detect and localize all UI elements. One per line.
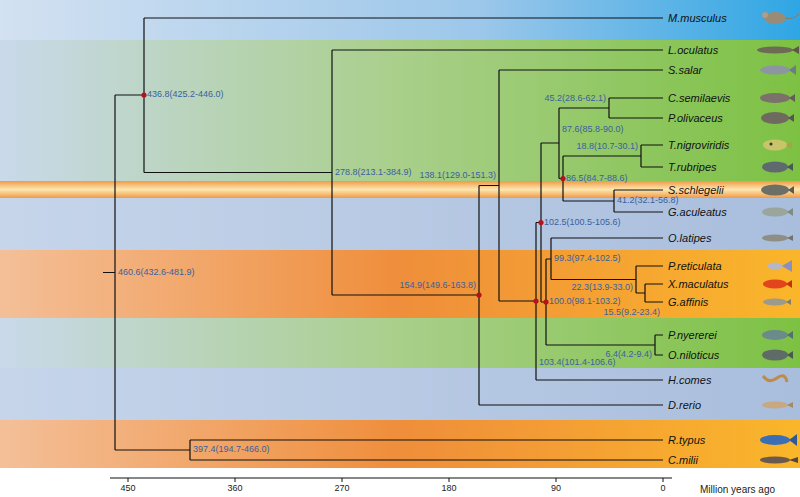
species-name: T.rubripes <box>668 161 717 173</box>
species-name: T.nigroviridis <box>668 139 729 151</box>
divergence-time: 103.4(101.4-106.6) <box>539 358 616 368</box>
divergence-time: 138.1(129.0-151.3) <box>419 171 496 181</box>
calibration-dots <box>141 92 565 304</box>
species-name: M.musculus <box>668 12 727 24</box>
divergence-time: 18.8(10.7-30.1) <box>576 142 638 152</box>
species-icons <box>757 12 799 464</box>
axis-title: Million years ago <box>700 484 775 495</box>
divergence-time: 436.8(425.2-446.0) <box>147 90 224 100</box>
species-name: P.reticulata <box>668 260 722 272</box>
background-bands <box>0 0 800 468</box>
divergence-time: 99.3(97.4-102.5) <box>554 254 621 264</box>
divergence-time: 41.2(32.1-56.8) <box>617 196 679 206</box>
species-name: X.maculatus <box>668 278 729 290</box>
divergence-time: 100.0(98.1-103.2) <box>549 297 621 307</box>
divergence-time: 460.6(432.6-481.9) <box>118 268 195 278</box>
axis-tick: 270 <box>334 484 349 494</box>
species-name: P.nyererei <box>668 329 717 341</box>
species-name: L.oculatus <box>668 44 718 56</box>
species-name: H.comes <box>668 374 711 386</box>
species-name: R.typus <box>668 434 705 446</box>
species-name: D.rerio <box>668 399 701 411</box>
axis-tick: 180 <box>441 484 456 494</box>
divergence-time: 22.3(13.9-33.0) <box>571 283 633 293</box>
axis-tick: 450 <box>120 484 135 494</box>
divergence-time: 102.5(100.5-105.6) <box>544 218 621 228</box>
time-axis <box>110 478 672 482</box>
divergence-time: 278.8(213.1-384.9) <box>335 168 412 178</box>
species-name: C.milii <box>668 454 698 466</box>
divergence-time: 154.9(149.6-163.8) <box>399 281 476 291</box>
divergence-time: 6.4(4.2-9.4) <box>605 350 652 360</box>
species-name: G.aculeatus <box>668 206 727 218</box>
species-name: P.olivaceus <box>668 112 723 124</box>
divergence-time: 15.5(9.2-23.4) <box>603 308 660 318</box>
species-name: O.latipes <box>668 232 711 244</box>
divergence-time: 87.6(85.8-90.0) <box>562 125 624 135</box>
axis-tick: 90 <box>551 484 561 494</box>
divergence-time: 86.5(84.7-88.6) <box>566 174 628 184</box>
divergence-time: 45.2(28.6-62.1) <box>544 94 606 104</box>
axis-tick: 0 <box>660 484 665 494</box>
species-name: S.schlegelii <box>668 184 724 196</box>
tree-branches <box>103 18 663 460</box>
species-name: C.semilaevis <box>668 92 730 104</box>
species-name: G.affinis <box>668 296 708 308</box>
divergence-time: 397.4(194.7-466.0) <box>193 445 270 455</box>
species-name: O.niloticus <box>668 349 719 361</box>
species-name: S.salar <box>668 64 702 76</box>
axis-tick: 360 <box>227 484 242 494</box>
